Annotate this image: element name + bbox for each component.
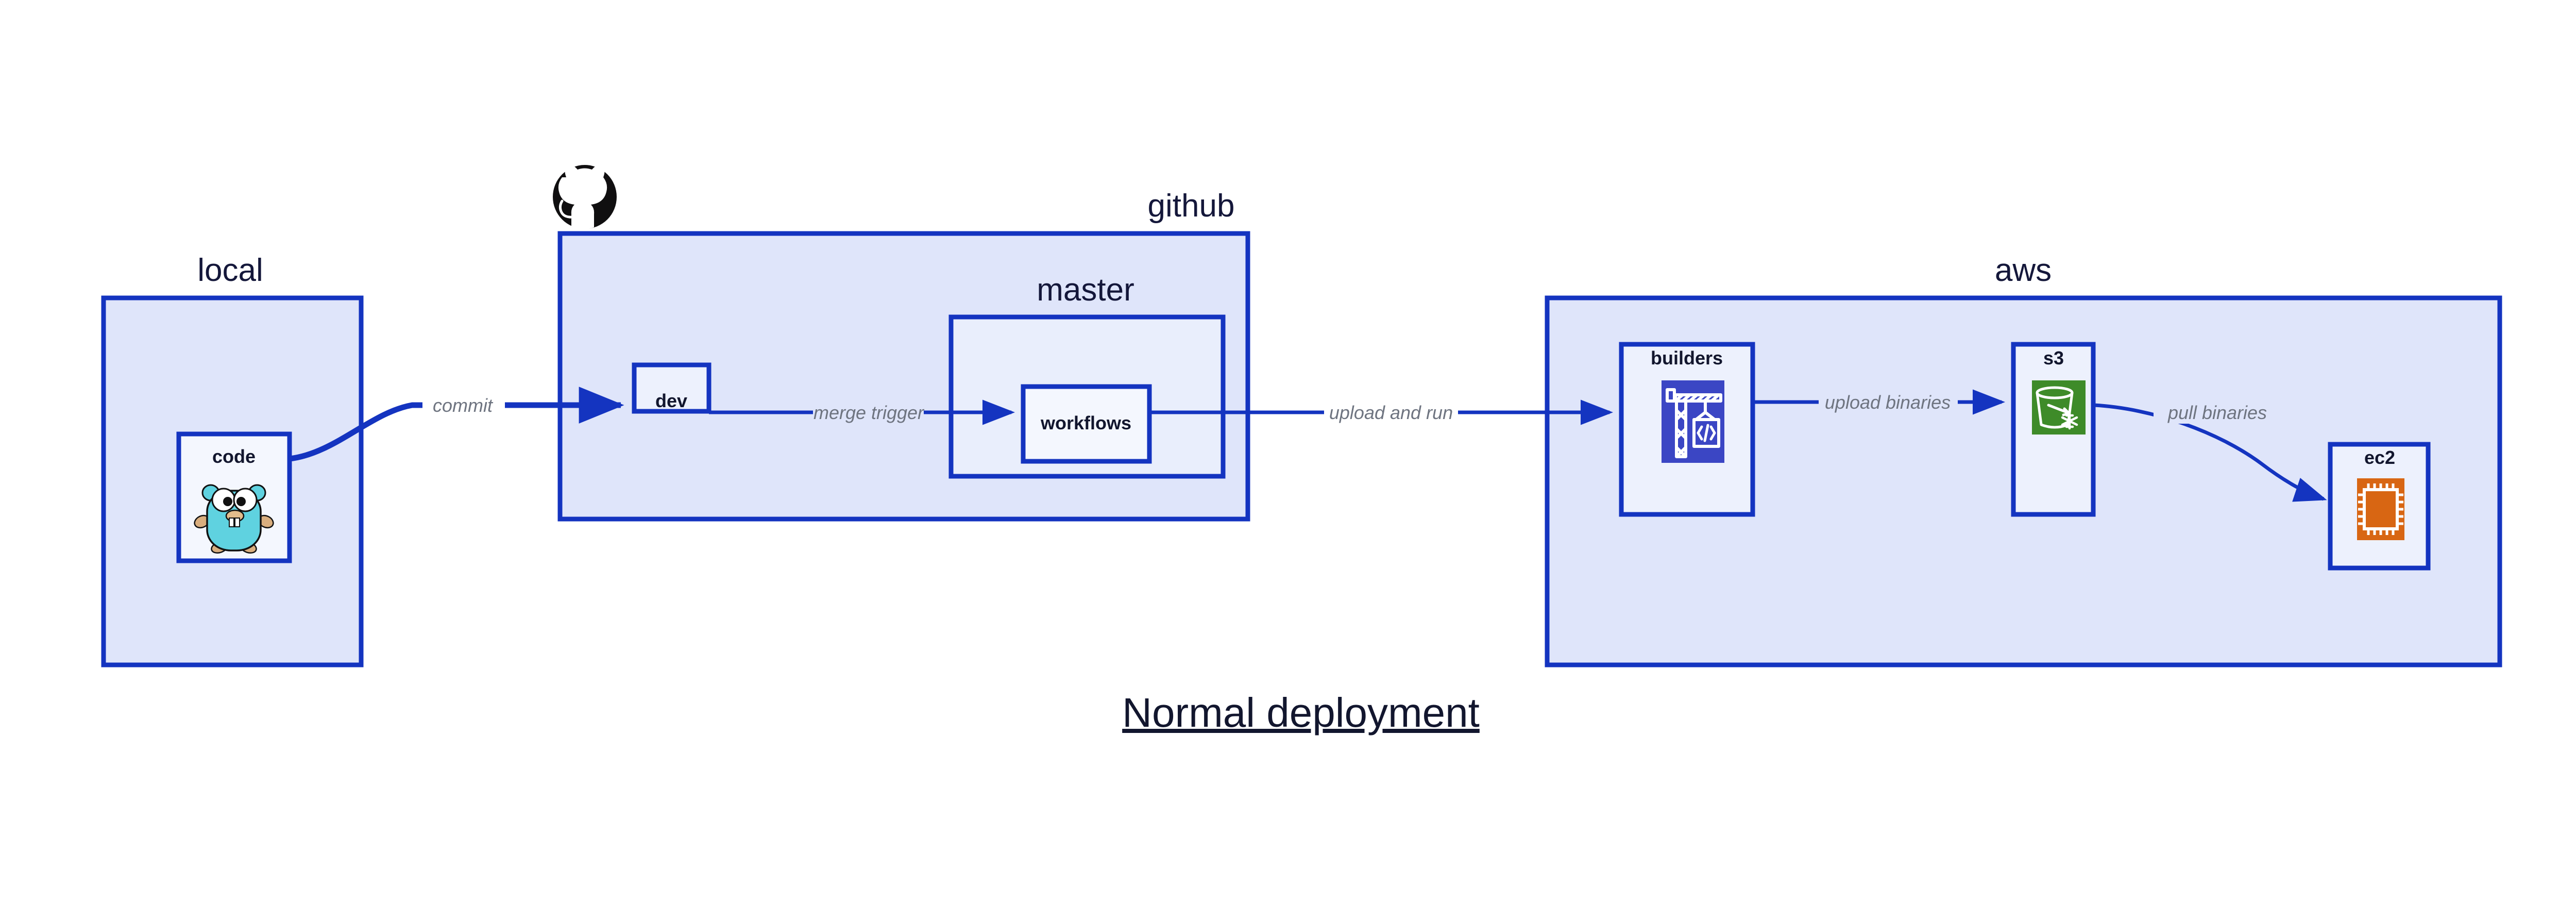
node-code[interactable]: code (176, 431, 292, 563)
edge-commit-label: commit (433, 395, 494, 416)
group-aws: aws builders builders (1545, 253, 2502, 667)
aws-builders-crane-icon (1662, 380, 1724, 463)
group-local: local code (101, 253, 364, 667)
node-s3-label: s3 (2043, 347, 2064, 369)
node-dev-box[interactable] (632, 362, 711, 414)
page-title: Normal deployment (1122, 690, 1480, 736)
edge-commit-line (289, 387, 624, 462)
node-code-label: code (212, 446, 256, 467)
group-master: master workflows (948, 272, 1226, 479)
edge-merge-trigger: merge trigger (709, 399, 1015, 425)
node-s3[interactable]: s3 (2011, 342, 2096, 517)
node-builders-frame[interactable] (1619, 342, 1755, 517)
edge-pull-binaries-line (2093, 403, 2327, 502)
edge-pull-binaries-label: pull binaries (2167, 402, 2267, 423)
node-dev-label: dev (655, 390, 687, 411)
edge-commit: commit (289, 387, 624, 462)
edge-upload-binaries-label-bg (1819, 392, 1958, 413)
go-gopher-icon (194, 484, 274, 554)
group-master-label: master (1037, 272, 1134, 308)
edge-merge-trigger-label: merge trigger (814, 402, 925, 423)
node-ec2-box[interactable] (2328, 442, 2431, 571)
edge-pull-binaries: pull binaries (2093, 402, 2327, 502)
node-ec2[interactable]: ec2 (2328, 442, 2431, 571)
node-workflows-box[interactable] (1021, 384, 1152, 464)
node-builders-label-2: builders (1651, 347, 1723, 369)
edges: commit merge trigger upload and run uplo… (289, 387, 2327, 502)
edge-merge-trigger-label-bg (813, 402, 924, 424)
edge-upload-binaries: upload binaries (1753, 389, 2005, 415)
group-aws-label: aws (1995, 253, 2052, 288)
github-octocat-icon (553, 164, 617, 229)
edge-upload-binaries-label: upload binaries (1825, 392, 1951, 413)
edge-upload-and-run: upload and run (1149, 399, 1613, 425)
node-workflows[interactable]: workflows (1021, 384, 1152, 464)
group-local-label: local (197, 253, 263, 288)
group-github: github dev master workflows (553, 164, 1250, 522)
aws-ec2-chip-icon (2357, 478, 2404, 540)
aws-s3-bucket-icon (2032, 380, 2086, 435)
edge-upload-and-run-label: upload and run (1329, 402, 1453, 423)
edge-upload-and-run-label-bg (1324, 402, 1458, 424)
node-dev[interactable]: dev (632, 362, 711, 414)
group-github-label: github (1148, 188, 1235, 224)
node-ec2-label: ec2 (2364, 447, 2395, 468)
node-workflows-label: workflows (1040, 412, 1131, 433)
edge-pull-binaries-label-bg (2154, 402, 2282, 424)
edge-commit-label-bg (422, 395, 505, 416)
node-builders[interactable]: builders builders (1619, 342, 1755, 517)
